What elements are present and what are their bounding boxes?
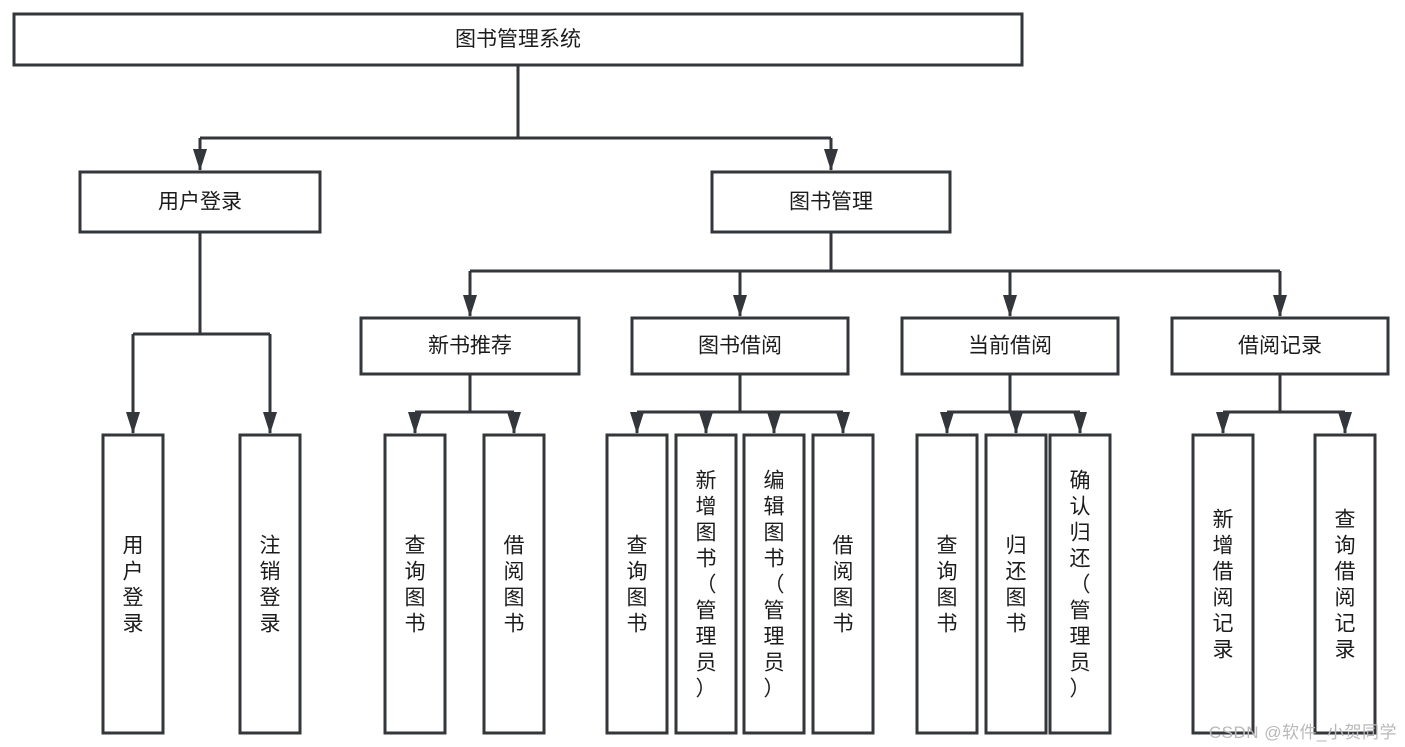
arrow-head-icon xyxy=(1338,412,1352,434)
node-label: 借阅记录 xyxy=(1238,335,1322,358)
arrow-head-icon xyxy=(1073,412,1087,434)
node-box xyxy=(383,433,447,735)
node-box xyxy=(359,316,581,376)
node-box xyxy=(238,433,302,735)
arrow-head-icon xyxy=(1273,295,1287,317)
node-box xyxy=(1048,433,1112,735)
arrow-head-icon xyxy=(733,295,747,317)
node-leaf-编辑图书管理员[interactable]: 编辑图书（管理员） xyxy=(742,433,806,735)
node-box xyxy=(1313,433,1377,735)
arrow-head-icon xyxy=(193,149,207,171)
node-box xyxy=(742,433,806,735)
node-leaf-查询图书[interactable]: 查询图书 xyxy=(605,433,669,735)
node-label: 图书管理 xyxy=(789,191,873,214)
arrow-head-icon xyxy=(1003,295,1017,317)
node-leaf-借阅图书[interactable]: 借阅图书 xyxy=(482,433,546,735)
node-box xyxy=(101,433,165,735)
arrow-head-icon xyxy=(940,412,954,434)
node-leaf-用户登录[interactable]: 用户登录 xyxy=(101,433,165,735)
arrow-head-icon xyxy=(824,149,838,171)
node-leaf-归还图书[interactable]: 归还图书 xyxy=(984,433,1048,735)
node-layer: 图书管理系统用户登录图书管理新书推荐图书借阅当前借阅借阅记录用户登录注销登录查询… xyxy=(12,12,1390,735)
connector-layer xyxy=(126,65,1352,434)
node-label: 用户登录 xyxy=(123,534,144,635)
node-label: 查询借阅记录 xyxy=(1335,508,1356,661)
node-box xyxy=(630,316,850,376)
arrow-head-icon xyxy=(1009,412,1023,434)
arrow-head-icon xyxy=(507,412,521,434)
node-leaf-查询图书[interactable]: 查询图书 xyxy=(915,433,979,735)
node-box xyxy=(482,433,546,735)
node-leaf-新增图书管理员[interactable]: 新增图书（管理员） xyxy=(674,433,738,735)
node-l3-图书借阅[interactable]: 图书借阅 xyxy=(630,316,850,376)
arrow-head-icon xyxy=(699,412,713,434)
node-label: 归还图书 xyxy=(1006,534,1027,635)
node-l3-借阅记录[interactable]: 借阅记录 xyxy=(1170,316,1390,376)
arrow-head-icon xyxy=(836,412,850,434)
node-label: 注销登录 xyxy=(260,534,281,635)
node-box xyxy=(710,170,952,234)
node-leaf-注销登录[interactable]: 注销登录 xyxy=(238,433,302,735)
node-label: 用户登录 xyxy=(158,191,242,214)
arrow-head-icon xyxy=(767,412,781,434)
node-box xyxy=(1191,433,1255,735)
arrow-head-icon xyxy=(630,412,644,434)
node-label: 当前借阅 xyxy=(968,335,1052,358)
node-label: 查询图书 xyxy=(627,534,648,635)
node-box xyxy=(674,433,738,735)
node-box xyxy=(1170,316,1390,376)
node-leaf-新增借阅记录[interactable]: 新增借阅记录 xyxy=(1191,433,1255,735)
arrow-head-icon xyxy=(408,412,422,434)
arrow-head-icon xyxy=(126,412,140,434)
node-label: 新增借阅记录 xyxy=(1213,508,1234,661)
node-label: 查询图书 xyxy=(937,534,958,635)
node-box xyxy=(811,433,875,735)
node-box xyxy=(78,170,322,234)
node-l3-当前借阅[interactable]: 当前借阅 xyxy=(900,316,1120,376)
node-leaf-查询借阅记录[interactable]: 查询借阅记录 xyxy=(1313,433,1377,735)
node-root-图书管理系统[interactable]: 图书管理系统 xyxy=(12,12,1024,67)
node-box xyxy=(915,433,979,735)
node-label: 新书推荐 xyxy=(428,335,512,358)
arrow-head-icon xyxy=(1216,412,1230,434)
node-box xyxy=(12,12,1024,67)
node-leaf-借阅图书[interactable]: 借阅图书 xyxy=(811,433,875,735)
node-l2-图书管理[interactable]: 图书管理 xyxy=(710,170,952,234)
node-label: 新增图书（管理员） xyxy=(696,469,717,700)
arrow-head-icon xyxy=(463,295,477,317)
node-leaf-查询图书[interactable]: 查询图书 xyxy=(383,433,447,735)
node-label: 编辑图书（管理员） xyxy=(764,469,785,700)
node-label: 借阅图书 xyxy=(504,534,525,635)
node-label: 查询图书 xyxy=(405,534,426,635)
node-box xyxy=(605,433,669,735)
node-label: 借阅图书 xyxy=(833,534,854,635)
arrow-head-icon xyxy=(263,412,277,434)
node-l3-新书推荐[interactable]: 新书推荐 xyxy=(359,316,581,376)
node-label: 图书借阅 xyxy=(698,335,782,358)
node-label: 确认归还（管理员） xyxy=(1070,469,1091,700)
node-leaf-确认归还管理员[interactable]: 确认归还（管理员） xyxy=(1048,433,1112,735)
node-l2-用户登录[interactable]: 用户登录 xyxy=(78,170,322,234)
node-box xyxy=(900,316,1120,376)
node-box xyxy=(984,433,1048,735)
node-label: 图书管理系统 xyxy=(455,28,581,51)
